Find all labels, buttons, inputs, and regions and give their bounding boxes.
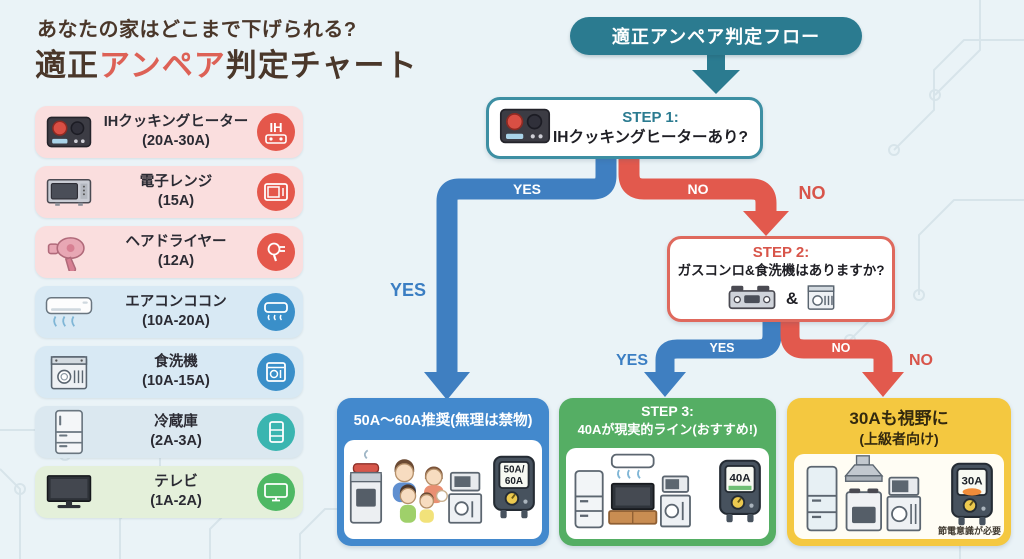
result-panel-50-60a: 50A/ 60A xyxy=(344,440,542,539)
appliance-amps: (20A-30A) xyxy=(142,133,210,149)
result-box-30a: 30Aも視野に (上級者向け) xyxy=(787,398,1011,546)
breaker-30a-illustration: 30A xyxy=(948,461,996,532)
appliances-40a-illustration xyxy=(571,451,709,536)
appliance-amps: (1A-2A) xyxy=(150,493,202,509)
appliance-text: テレビ (1A-2A) xyxy=(95,473,257,511)
family-cooking-illustration xyxy=(349,445,483,534)
appliance-text: 冷蔵庫 (2A-3A) xyxy=(95,413,257,451)
appliance-amps: (10A-20A) xyxy=(142,313,210,329)
tv-icon xyxy=(43,474,95,510)
breaker-label: 30A xyxy=(961,476,982,488)
air-conditioner-badge-icon xyxy=(257,293,295,331)
list-item-dishwasher: 食洗機 (10A-15A) xyxy=(35,346,303,398)
no-label-on-arrow: NO xyxy=(687,181,709,197)
step2-icons: & xyxy=(670,283,892,316)
hair-dryer-badge-icon xyxy=(257,233,295,271)
yes-label-on-arrow: YES xyxy=(512,181,542,197)
result-box-40a: STEP 3: 40Aが現実的ライン(おすすめ!) xyxy=(559,398,776,546)
appliance-amps: (12A) xyxy=(157,253,195,269)
title-accent: アンペア xyxy=(99,48,226,83)
appliance-name: IHクッキングヒーター xyxy=(103,114,249,131)
list-item-microwave: 電子レンジ (15A) xyxy=(35,166,303,218)
appliance-name: エアコンココン xyxy=(125,294,227,311)
appliance-name: 冷蔵庫 xyxy=(154,414,198,431)
result-title-30a: 30Aも視野に xyxy=(849,409,949,428)
page-title: 適正アンペア判定チャート xyxy=(35,40,417,85)
hair-dryer-icon xyxy=(43,233,95,271)
breaker-50-60a-illustration: 50A/ 60A xyxy=(490,454,538,525)
appliance-list: IHクッキングヒーター (20A-30A) IH 電子レンジ (15A) xyxy=(35,106,303,518)
list-item-tv: テレビ (1A-2A) xyxy=(35,466,303,518)
appliance-text: 電子レンジ (15A) xyxy=(95,173,257,211)
tv-badge-icon xyxy=(257,473,295,511)
air-conditioner-icon xyxy=(43,295,95,329)
list-item-refrigerator: 冷蔵庫 (2A-3A) xyxy=(35,406,303,458)
yes-label-step2: YES xyxy=(615,352,649,369)
appliances-30a-illustration xyxy=(803,454,941,539)
step2-question: ガスコンロ&食洗機はありますか? xyxy=(677,262,885,278)
title-post: 判定チャート xyxy=(225,48,418,83)
appliance-amps: (2A-3A) xyxy=(150,433,202,449)
dishwasher-icon xyxy=(43,353,95,391)
result-title-50-60a: 50A〜60A推奨(無理は禁物) xyxy=(353,413,533,429)
result-subtitle-30a: (上級者向け) xyxy=(859,431,939,447)
yes-label-on-arrow2: YES xyxy=(709,341,735,355)
microwave-badge-icon xyxy=(257,173,295,211)
microwave-icon xyxy=(43,176,95,208)
appliance-name: ヘアドライヤー xyxy=(125,234,227,251)
refrigerator-badge-icon xyxy=(257,413,295,451)
gas-stove-icon xyxy=(726,284,778,315)
ih-badge-icon: IH xyxy=(257,113,295,151)
step1-question: IHクッキングヒーターあり? xyxy=(552,128,748,146)
yes-label-step1: YES xyxy=(389,280,427,300)
ih-cooktop-icon xyxy=(499,107,551,150)
appliance-text: エアコンココン (10A-20A) xyxy=(95,293,257,331)
list-item-air-conditioner: エアコンココン (10A-20A) xyxy=(35,286,303,338)
no-label-on-arrow2: NO xyxy=(831,341,851,355)
no-label-step1: NO xyxy=(798,183,826,203)
appliance-text: IHクッキングヒーター (20A-30A) xyxy=(95,113,257,151)
appliance-name: 電子レンジ xyxy=(139,174,213,191)
step1-label: STEP 1: xyxy=(622,108,679,126)
appliance-text: 食洗機 (10A-15A) xyxy=(95,353,257,391)
step3-label: STEP 3: xyxy=(641,403,694,419)
result-title-40a: 40Aが現実的ライン(おすすめ!) xyxy=(577,422,758,437)
no-label-step2: NO xyxy=(909,352,933,369)
title-pre: 適正 xyxy=(35,48,99,83)
appliance-name: 食洗機 xyxy=(154,354,198,371)
step2-label: STEP 2: xyxy=(752,244,810,261)
dishwasher-badge-icon xyxy=(257,353,295,391)
appliance-name: テレビ xyxy=(154,474,198,491)
breaker-label-line2: 60A xyxy=(504,476,522,487)
step2-box: STEP 2: ガスコンロ&食洗機はありますか? & xyxy=(667,236,895,322)
page-subtitle: あなたの家はどこまで下げられる? xyxy=(37,19,357,41)
breaker-label-line1: 50A/ xyxy=(503,464,524,475)
refrigerator-icon xyxy=(43,409,95,455)
step1-text: STEP 1: IHクッキングヒーターあり? xyxy=(551,109,750,147)
power-saving-caption: 節電意識が必要 xyxy=(937,526,1001,536)
appliance-text: ヘアドライヤー (12A) xyxy=(95,233,257,271)
breaker-40a-illustration: 40A xyxy=(716,458,764,529)
result-panel-30a: 30A xyxy=(794,454,1004,539)
flow-header: 適正アンペア判定フロー xyxy=(570,17,862,55)
appliance-amps: (15A) xyxy=(157,193,195,209)
ih-cooktop-icon xyxy=(43,114,95,150)
ampersand: & xyxy=(785,289,799,309)
breaker-label: 40A xyxy=(729,473,750,485)
list-item-hair-dryer: ヘアドライヤー (12A) xyxy=(35,226,303,278)
list-item-ih-cooktop: IHクッキングヒーター (20A-30A) IH xyxy=(35,106,303,158)
result-box-50-60a: 50A〜60A推奨(無理は禁物) xyxy=(337,398,549,546)
appliance-amps: (10A-15A) xyxy=(142,373,210,389)
step1-box: STEP 1: IHクッキングヒーターあり? xyxy=(486,97,763,159)
dishwasher-icon xyxy=(806,283,836,316)
ih-badge-text: IH xyxy=(269,119,283,135)
result-panel-40a: 40A xyxy=(566,448,769,539)
